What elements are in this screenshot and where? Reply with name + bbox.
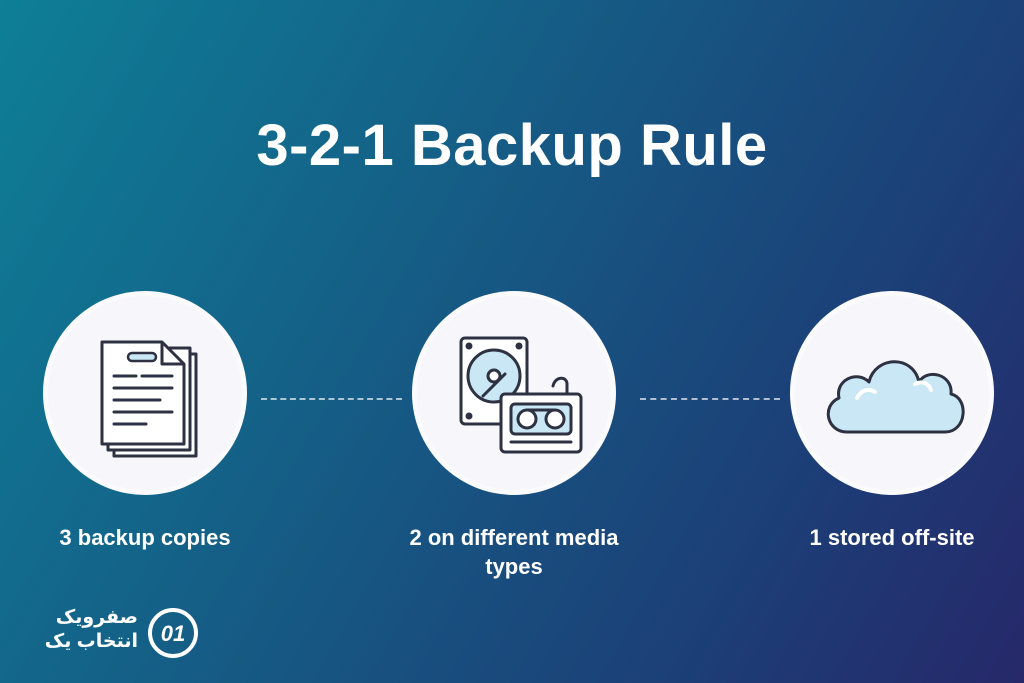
brand-name-line2: انتخاب یک xyxy=(44,631,138,652)
brand-mark-text: 01 xyxy=(161,621,185,646)
documents-icon xyxy=(100,340,198,458)
step-circle-media xyxy=(412,291,616,495)
brand-logo-icon: 01 xyxy=(148,608,198,658)
brand-name-line1: صفرویک xyxy=(55,607,138,628)
cloud-icon xyxy=(826,360,965,434)
brand-logo[interactable]: صفرویک انتخاب یک 01 xyxy=(30,602,200,664)
step-label-media: 2 on different media types xyxy=(409,525,619,579)
step-circle-copies xyxy=(43,291,247,495)
connector-line-1 xyxy=(261,398,402,400)
hard-drive-and-tape-icon xyxy=(459,336,583,454)
page-title: 3-2-1 Backup Rule xyxy=(256,113,768,178)
step-label-offsite: 1 stored off-site xyxy=(809,525,975,550)
brand-name: صفرویک انتخاب یک xyxy=(45,606,138,654)
connector-line-2 xyxy=(640,398,780,400)
step-circle-offsite xyxy=(790,291,994,495)
step-label-copies: 3 backup copies xyxy=(59,525,231,550)
